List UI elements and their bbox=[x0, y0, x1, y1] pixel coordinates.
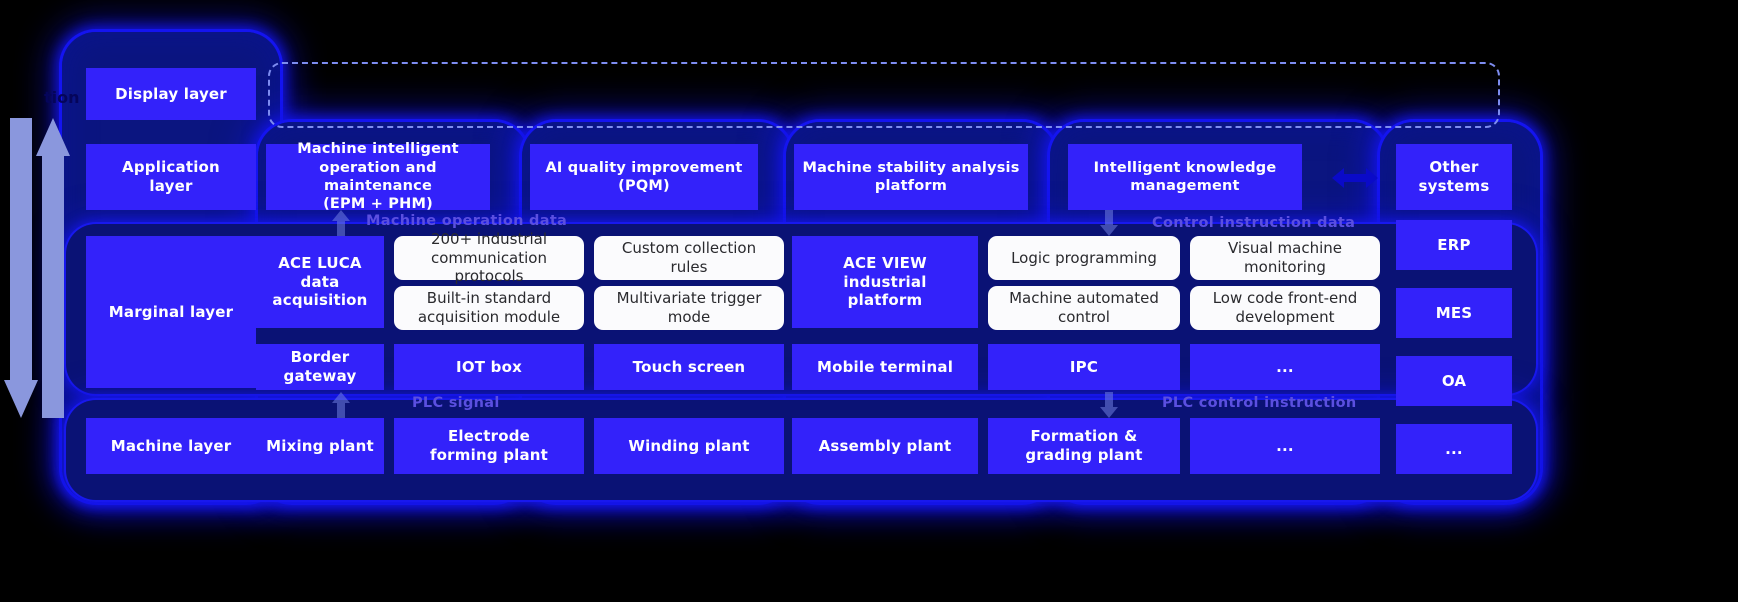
flow-label-plc-signal: PLC signal bbox=[412, 395, 500, 411]
layer-label-marginal[interactable]: Marginal layer bbox=[86, 236, 256, 388]
device-card-2[interactable]: IOT box bbox=[394, 344, 584, 390]
marginal-feature-right-2[interactable]: Visual machine monitoring bbox=[1190, 236, 1380, 280]
other-systems-card-1[interactable]: Other systems bbox=[1396, 144, 1512, 210]
other-systems-card-mes[interactable]: MES bbox=[1396, 288, 1512, 338]
other-systems-card-oa[interactable]: OA bbox=[1396, 356, 1512, 406]
other-systems-card-erp[interactable]: ERP bbox=[1396, 220, 1512, 270]
other-systems-card-more[interactable]: ... bbox=[1396, 424, 1512, 474]
marginal-feature-left-1[interactable]: 200+ industrial communication protocols bbox=[394, 230, 584, 285]
machine-card-2[interactable]: Electrode forming plant bbox=[394, 418, 584, 474]
plc-control-instruction-arrow-down bbox=[1100, 392, 1118, 418]
marginal-feature-right-4[interactable]: Low code front-end development bbox=[1190, 286, 1380, 330]
device-card-5[interactable]: IPC bbox=[988, 344, 1180, 390]
application-card-4[interactable]: Intelligent knowledge management bbox=[1068, 144, 1302, 210]
application-card-1[interactable]: Machine intelligent operation and mainte… bbox=[266, 141, 490, 212]
flow-label-machine-operation-data: Machine operation data bbox=[366, 213, 568, 229]
clipped-partial-label: tion bbox=[44, 88, 80, 107]
control-instruction-data-arrow-down bbox=[1100, 210, 1118, 236]
machine-operation-data-arrow-up bbox=[332, 210, 350, 236]
upward-flow-arrow bbox=[36, 118, 70, 418]
machine-card-1[interactable]: Mixing plant bbox=[256, 418, 384, 474]
device-card-6[interactable]: ... bbox=[1190, 344, 1380, 390]
machine-card-6[interactable]: ... bbox=[1190, 418, 1380, 474]
downward-flow-arrow bbox=[4, 118, 38, 418]
machine-card-5[interactable]: Formation & grading plant bbox=[988, 418, 1180, 474]
application-card-3[interactable]: Machine stability analysis platform bbox=[794, 144, 1028, 210]
marginal-feature-left-3[interactable]: Built-in standard acquisition module bbox=[394, 286, 584, 330]
machine-card-3[interactable]: Winding plant bbox=[594, 418, 784, 474]
machine-card-4[interactable]: Assembly plant bbox=[792, 418, 978, 474]
layer-label-display[interactable]: Display layer bbox=[86, 68, 256, 120]
marginal-feature-right-3[interactable]: Machine automated control bbox=[988, 286, 1180, 330]
flow-label-control-instruction-data: Control instruction data bbox=[1152, 215, 1356, 231]
device-card-3[interactable]: Touch screen bbox=[594, 344, 784, 390]
bidirectional-link-icon bbox=[1332, 168, 1378, 188]
flow-label-plc-control-instruction: PLC control instruction bbox=[1162, 395, 1357, 411]
marginal-platform-ace-view[interactable]: ACE VIEW industrial platform bbox=[792, 236, 978, 328]
display-layer-dashed-frame bbox=[268, 62, 1500, 128]
marginal-feature-right-1[interactable]: Logic programming bbox=[988, 236, 1180, 280]
marginal-feature-left-2[interactable]: Custom collection rules bbox=[594, 236, 784, 280]
marginal-feature-left-4[interactable]: Multivariate trigger mode bbox=[594, 286, 784, 330]
plc-signal-arrow-up bbox=[332, 392, 350, 418]
device-card-4[interactable]: Mobile terminal bbox=[792, 344, 978, 390]
layer-label-application[interactable]: Application layer bbox=[86, 144, 256, 210]
application-card-2[interactable]: AI quality improvement (PQM) bbox=[530, 144, 758, 210]
device-card-1[interactable]: Border gateway bbox=[256, 344, 384, 390]
marginal-platform-ace-luca[interactable]: ACE LUCA data acquisition bbox=[256, 236, 384, 328]
layer-label-machine[interactable]: Machine layer bbox=[86, 418, 256, 474]
